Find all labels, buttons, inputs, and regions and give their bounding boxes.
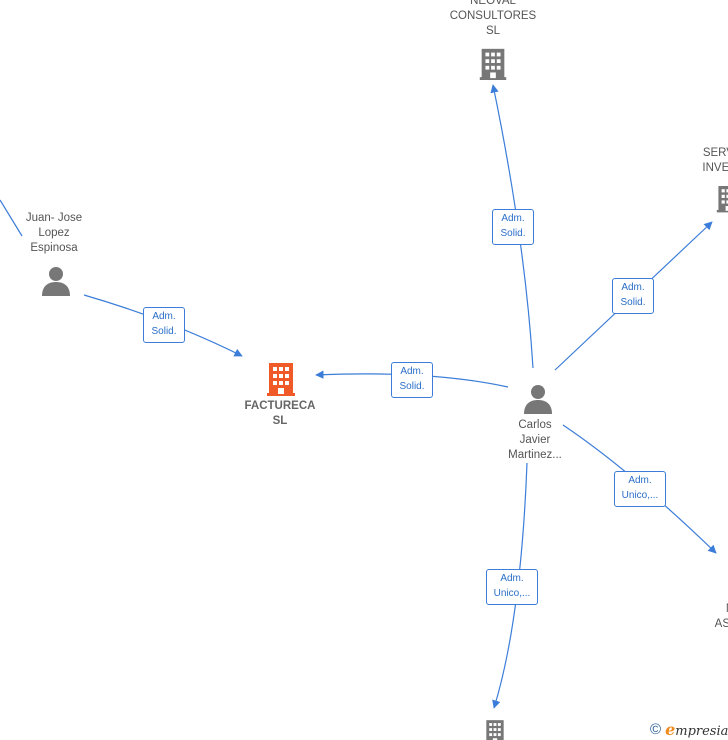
node-label-neoval[interactable]: NEOVAL CONSULTORES SL <box>449 0 537 37</box>
building-icon-neoval[interactable] <box>479 48 507 80</box>
edge-label-juan-factureca[interactable]: Adm. Solid. <box>143 307 185 343</box>
node-label-servi[interactable]: SERVI INVER <box>702 147 728 174</box>
edge-label-carlos-bottom[interactable]: Adm. Unico,... <box>486 569 538 605</box>
edge-label-carlos-servi[interactable]: Adm. Solid. <box>612 278 654 314</box>
person-icon-juan[interactable] <box>42 267 70 296</box>
node-label-juan[interactable]: Juan- Jose Lopez Espinosa <box>25 212 83 254</box>
person-icon-carlos[interactable] <box>524 385 552 414</box>
node-label-carlos[interactable]: Carlos Javier Martinez... <box>508 419 562 461</box>
edge-label-carlos-factureca[interactable]: Adm. Solid. <box>391 362 433 398</box>
copyright-icon: © <box>650 720 662 738</box>
node-label-factureca[interactable]: FACTURECA SL <box>244 400 316 427</box>
empresia-logo: empresia <box>665 719 728 739</box>
edge-offscreen-juan <box>0 199 23 237</box>
edge-label-carlos-asesores[interactable]: Adm. Unico,... <box>614 471 666 507</box>
edge-label-carlos-neoval[interactable]: Adm. Solid. <box>492 209 534 245</box>
node-label-asesores[interactable]: N ASES <box>714 603 728 630</box>
building-icon-factureca[interactable] <box>267 363 295 396</box>
building-icon-servi[interactable] <box>716 186 728 213</box>
building-icon-bottom[interactable] <box>484 720 506 740</box>
footer-brand: © empresia <box>650 719 728 739</box>
